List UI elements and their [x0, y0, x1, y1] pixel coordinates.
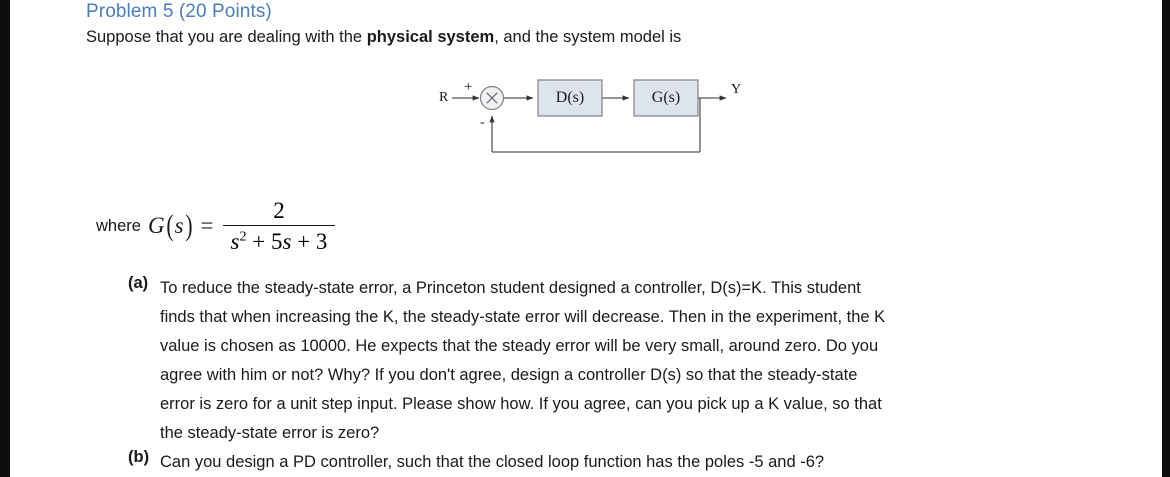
- intro-paragraph: Suppose that you are dealing with the ph…: [86, 28, 681, 47]
- question-b-text: Can you design a PD controller, such tha…: [160, 448, 1098, 477]
- question-a-line-4: agree with him or not? Why? If you don't…: [160, 366, 858, 384]
- formula-equals-sign: =: [200, 213, 214, 238]
- question-a-line-2: finds that when increasing the K, the st…: [160, 308, 886, 326]
- formula-den-plus3: + 3: [291, 229, 328, 255]
- question-a-text: To reduce the steady-state error, a Prin…: [160, 274, 1098, 448]
- question-list: (a) To reduce the steady-state error, a …: [128, 274, 1098, 477]
- diagram-input-label: R: [439, 90, 449, 105]
- formula-left-side: G ( s ): [147, 209, 194, 242]
- formula-denominator: s2 + 5s + 3: [223, 226, 336, 253]
- block-gs: [633, 79, 699, 117]
- formula-variable: s: [174, 213, 184, 238]
- diagram-minus-sign: -: [480, 115, 485, 130]
- formula-fraction-bar: [222, 224, 336, 227]
- question-item-a: (a) To reduce the steady-state error, a …: [128, 274, 1098, 448]
- formula-open-paren: (: [165, 209, 174, 242]
- formula-close-paren: ): [184, 209, 193, 242]
- intro-text-bold: physical system: [366, 28, 495, 46]
- question-item-b: (b) Can you design a PD controller, such…: [128, 448, 1098, 477]
- question-a-label: (a): [128, 274, 149, 292]
- question-a-line-6: the steady-state error is zero?: [160, 424, 380, 442]
- diagram-output-label: Y: [731, 82, 742, 97]
- formula-numerator: 2: [273, 197, 285, 223]
- formula-function-name: G: [147, 213, 165, 238]
- transfer-function-formula: where G ( s ) = 2 s2 + 5s + 3: [96, 197, 336, 253]
- intro-text-after: , and the system model is: [494, 28, 682, 46]
- question-a-line-1: To reduce the steady-state error, a Prin…: [160, 279, 861, 297]
- formula-den-plus5: + 5: [246, 229, 283, 255]
- formula-den-s1: s: [230, 229, 240, 255]
- where-label: where: [96, 216, 141, 235]
- question-b-line-1: Can you design a PD controller, such tha…: [160, 453, 825, 471]
- block-ds: [537, 79, 603, 117]
- block-gs-label: G(s): [651, 89, 681, 106]
- question-a-line-5: error is zero for a unit step input. Ple…: [160, 395, 882, 413]
- document-page: Problem 5 (20 Points) Suppose that you a…: [10, 0, 1162, 477]
- page-title: Problem 5 (20 Points): [86, 1, 272, 22]
- control-block-diagram: R + - D(s) G(s) Y: [430, 68, 760, 168]
- intro-text-before: Suppose that you are dealing with the: [86, 28, 367, 46]
- formula-fraction: 2 s2 + 5s + 3: [222, 197, 336, 253]
- formula-den-s2: s: [282, 229, 292, 255]
- formula-den-exponent: 2: [239, 229, 247, 245]
- question-a-line-3: value is chosen as 10000. He expects tha…: [160, 337, 879, 355]
- question-b-label: (b): [128, 448, 150, 466]
- diagram-plus-sign: +: [464, 79, 473, 95]
- block-ds-label: D(s): [555, 89, 585, 106]
